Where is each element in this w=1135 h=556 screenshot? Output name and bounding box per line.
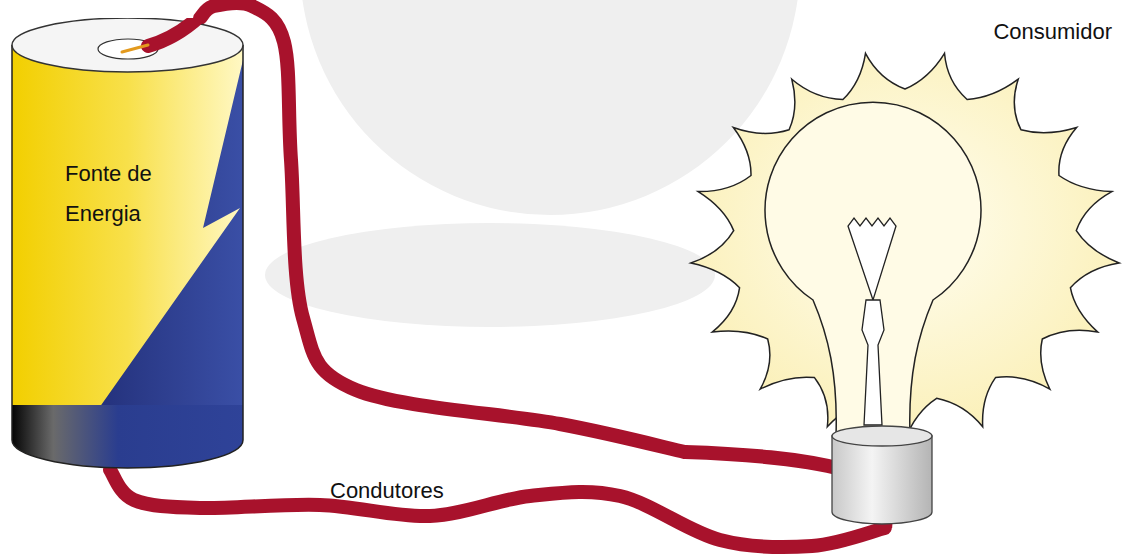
background-circle: [300, 0, 800, 215]
bulb-illustration: [685, 8, 1130, 528]
consumer-bulb: Consumidor: [685, 8, 1130, 528]
node-text: Fonte de Energia: [65, 154, 200, 234]
conductors-label: Condutores: [330, 478, 444, 504]
battery-illustration: [10, 18, 245, 470]
conductor-wire: [110, 470, 885, 547]
energy-source-battery: Fonte de Energia: [10, 18, 245, 470]
node-text: Consumidor: [990, 18, 1115, 46]
conductor-wire: [200, 3, 685, 452]
wire-path: [110, 470, 885, 547]
wire-path: [200, 3, 685, 452]
background-ellipse: [265, 223, 715, 327]
